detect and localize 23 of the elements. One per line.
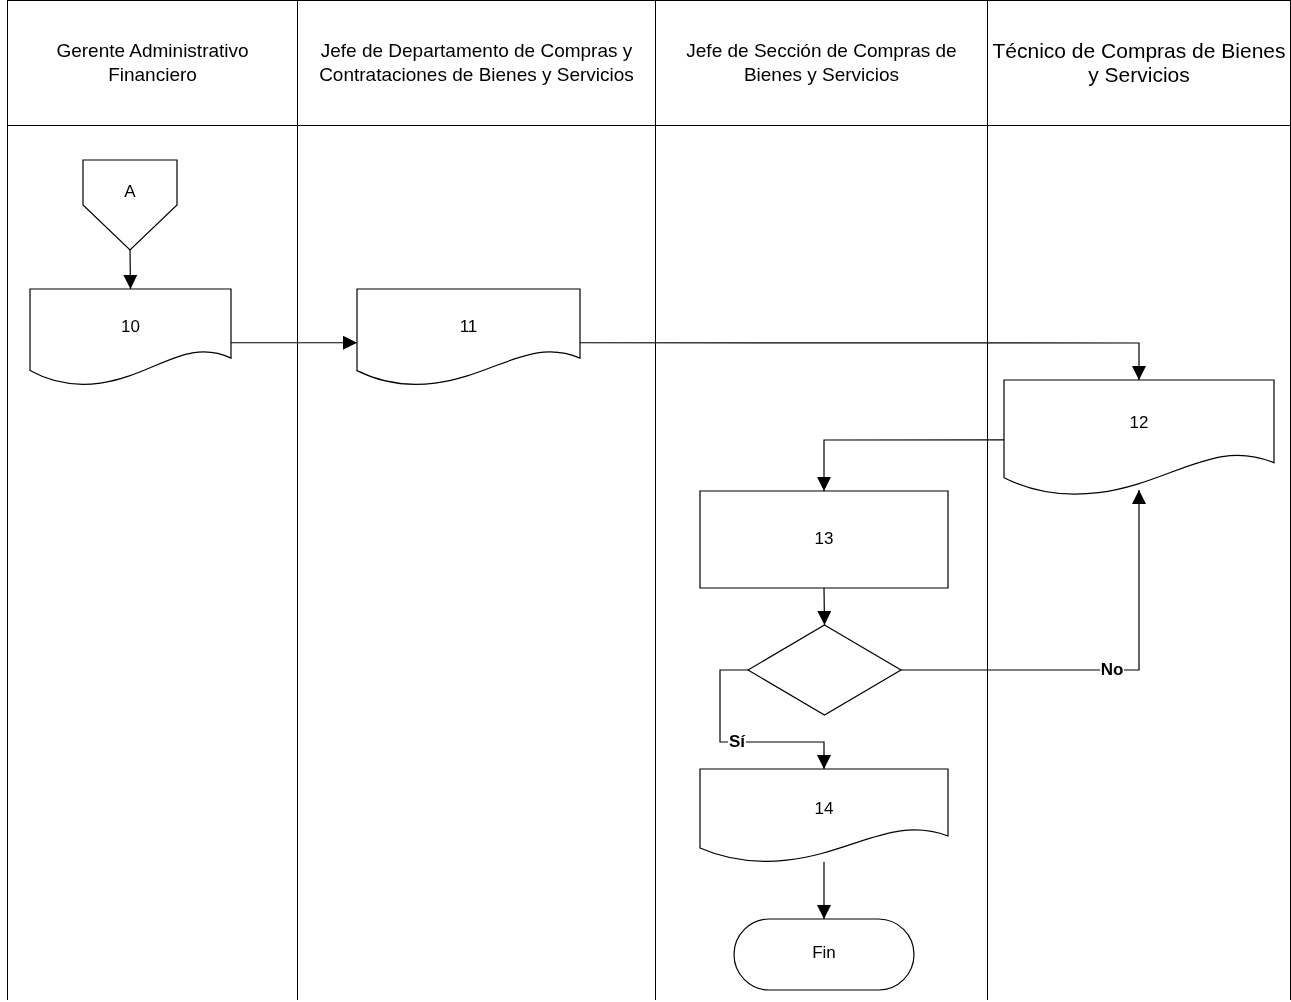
step-number: 13 [813, 529, 835, 549]
lane-header: Jefe de Sección de Compras de Bienes y Servicios [656, 1, 987, 126]
step-number: 10 [120, 317, 141, 337]
flow-arrow [817, 587, 832, 626]
step-number: 14 [813, 799, 835, 819]
step-number: Fin [811, 943, 837, 963]
flow-arrow [719, 669, 831, 770]
lane-header: Jefe de Departamento de Compras y Contrataciones de Bienes y Servicios [298, 1, 655, 126]
swimlane [655, 0, 987, 1000]
flow-arrow [817, 861, 831, 920]
lane-header: Gerente Administrativo Financiero [8, 1, 297, 126]
step-number: 11 [458, 317, 479, 337]
step-number: A [123, 182, 137, 202]
swimlane [987, 0, 1291, 1000]
step-number: 12 [1128, 413, 1150, 433]
swimlane [7, 0, 297, 1000]
flow-arrow [123, 249, 138, 290]
flow-arrow [900, 489, 1146, 671]
lane-header: Técnico de Compras de Bienes y Servicios [988, 1, 1290, 126]
flow-arrow [230, 335, 358, 350]
flow-arrow [579, 342, 1146, 381]
flow-arrow [817, 439, 1005, 492]
swimlane [297, 0, 655, 1000]
